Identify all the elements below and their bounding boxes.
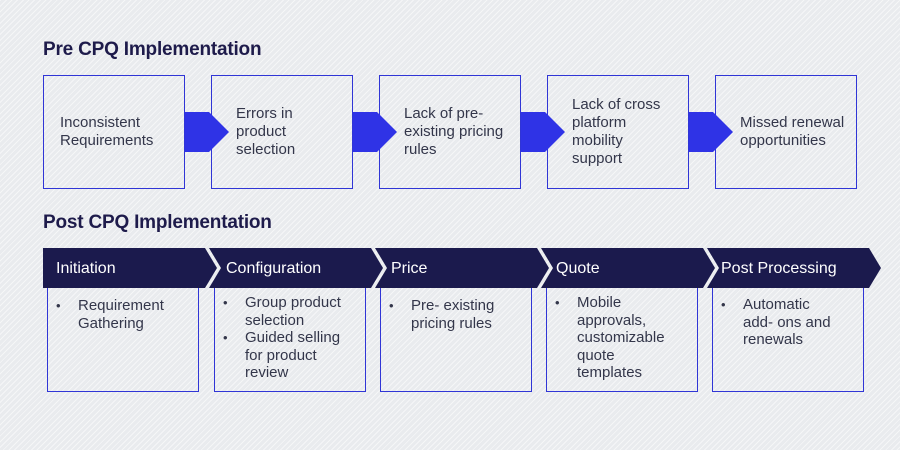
stage-bullet-item: Guided selling for product review bbox=[215, 329, 360, 382]
stage-label-price: Price bbox=[391, 260, 428, 277]
post-cpq-title: Post CPQ Implementation bbox=[43, 212, 272, 233]
stage-bullet-item: Automatic add- ons and renewals bbox=[713, 296, 843, 349]
stage-bullet-list: Requirement Gathering bbox=[48, 288, 188, 332]
pre-box-label: Lack of pre-existing pricing rules bbox=[404, 105, 504, 158]
stage-bullet-list: Automatic add- ons and renewals bbox=[713, 288, 843, 349]
chevron-configuration bbox=[209, 248, 383, 288]
process-chevron-bar bbox=[43, 248, 881, 288]
stage-label-quote: Quote bbox=[556, 260, 600, 277]
stage-label-initiation: Initiation bbox=[56, 260, 116, 277]
pre-box-label: Errors in product selection bbox=[236, 105, 296, 158]
stage-bullet-item: Requirement Gathering bbox=[48, 297, 188, 332]
stage-box-initiation: Requirement Gathering bbox=[47, 288, 199, 392]
pre-box-missed-renewals: Missed renewal opportunities bbox=[715, 75, 857, 189]
chevron-initiation bbox=[43, 248, 217, 288]
pre-box-label: Missed renewal opportunities bbox=[740, 114, 845, 149]
chevron-quote bbox=[541, 248, 715, 288]
right-arrow-icon bbox=[185, 112, 229, 152]
right-arrow-icon bbox=[689, 112, 733, 152]
chevron-price bbox=[375, 248, 549, 288]
stage-bullet-item: Group product selection bbox=[215, 294, 360, 329]
stage-box-quote: Mobile approvals, customizable quote tem… bbox=[546, 288, 698, 392]
stage-box-configuration: Group product selection Guided selling f… bbox=[214, 288, 366, 392]
stage-box-post-processing: Automatic add- ons and renewals bbox=[712, 288, 864, 392]
pre-box-lack-pricing-rules: Lack of pre-existing pricing rules bbox=[379, 75, 521, 189]
stage-bullet-item: Mobile approvals, customizable quote tem… bbox=[547, 294, 682, 382]
stage-label-post-processing: Post Processing bbox=[721, 260, 837, 277]
stage-label-configuration: Configuration bbox=[226, 260, 322, 277]
pre-box-errors-product-selection: Errors in product selection bbox=[211, 75, 353, 189]
pre-box-inconsistent-requirements: Inconsistent Requirements bbox=[43, 75, 185, 189]
stage-bullet-list: Pre- existing pricing rules bbox=[381, 288, 511, 332]
stage-bullet-list: Mobile approvals, customizable quote tem… bbox=[547, 288, 682, 382]
pre-box-lack-mobility-support: Lack of cross platform mobility support bbox=[547, 75, 689, 189]
chevron-post-processing bbox=[707, 248, 881, 288]
pre-box-label: Lack of cross platform mobility support bbox=[572, 96, 661, 167]
stage-bullet-item: Pre- existing pricing rules bbox=[381, 297, 511, 332]
right-arrow-icon bbox=[353, 112, 397, 152]
stage-box-price: Pre- existing pricing rules bbox=[380, 288, 532, 392]
stage-bullet-list: Group product selection Guided selling f… bbox=[215, 288, 360, 382]
pre-box-label: Inconsistent Requirements bbox=[60, 114, 154, 149]
pre-cpq-title: Pre CPQ Implementation bbox=[43, 39, 262, 60]
right-arrow-icon bbox=[521, 112, 565, 152]
